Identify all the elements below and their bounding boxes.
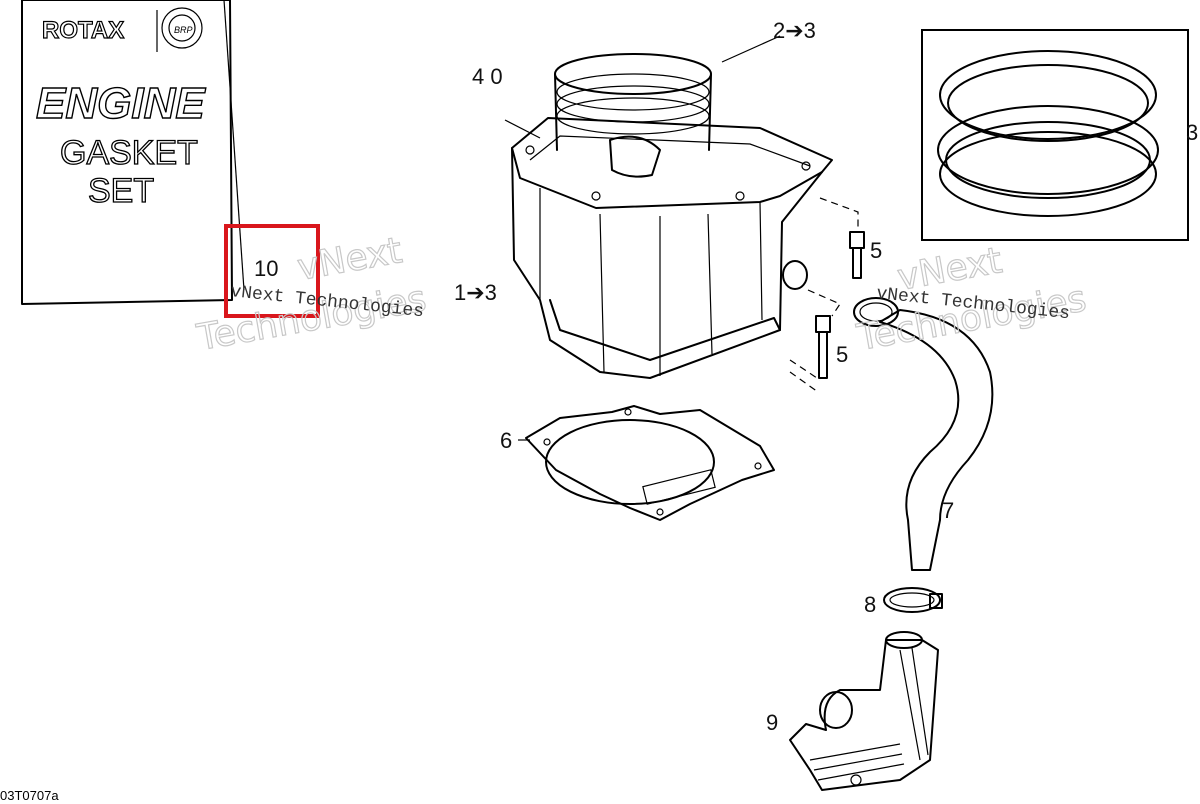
callout-8: 8 <box>864 592 876 617</box>
package-title-gasket: GASKET <box>60 134 198 172</box>
watermark-left: vNext Technologies vNext Technologies <box>193 230 430 360</box>
callout-9: 9 <box>766 710 778 735</box>
callout-6: 6 <box>500 428 512 453</box>
package-title-set: SET <box>88 172 154 210</box>
svg-text:vNext: vNext <box>294 230 405 289</box>
coolant-elbow-housing <box>789 631 939 791</box>
callout-5-lower: 5 <box>836 342 848 367</box>
package-title-engine: ENGINE <box>36 79 206 128</box>
coolant-hose <box>879 309 994 571</box>
svg-text:BRP: BRP <box>174 25 193 35</box>
callout-2-3: 2➔3 <box>773 18 816 43</box>
callout-40: 4 0 <box>472 64 503 89</box>
callout-10: 10 <box>254 256 278 281</box>
bolt-upper <box>849 231 865 279</box>
highlight-box <box>224 224 320 318</box>
bolt-lower <box>815 315 831 379</box>
piston-rings-box <box>921 29 1189 241</box>
figure-code: 03T0707a <box>0 788 59 803</box>
callout-7: 7 <box>942 498 954 523</box>
base-gasket <box>525 405 775 521</box>
callout-1-3: 1➔3 <box>454 280 497 305</box>
rotax-brand-text: ROTAX <box>42 17 124 44</box>
cylinder-assembly <box>511 53 833 379</box>
gasket-set-package: ROTAX BRP ENGINE GASKET SET <box>21 0 245 305</box>
brp-logo-icon: BRP <box>156 7 203 52</box>
hose-clamp-lower <box>883 587 943 613</box>
hose-clamp-upper <box>853 297 899 327</box>
callout-5-upper: 5 <box>870 238 882 263</box>
callout-3: 3 <box>1186 120 1198 145</box>
